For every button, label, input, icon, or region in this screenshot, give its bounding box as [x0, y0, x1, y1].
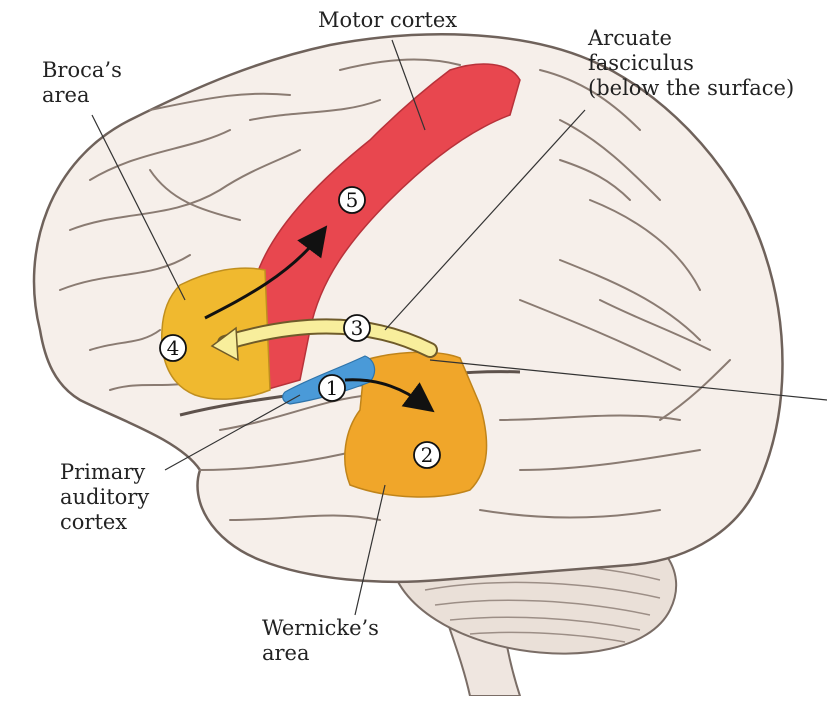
label-brocas-area: Broca’s area: [42, 58, 122, 108]
label-primary-auditory-cortex: Primary auditory cortex: [60, 460, 149, 535]
step-1-marker: 1: [319, 375, 345, 401]
step-2-marker: 2: [414, 442, 440, 468]
step-5-number: 5: [346, 188, 359, 212]
step-4-marker: 4: [160, 335, 186, 361]
label-wernickes-area: Wernicke’s area: [262, 616, 379, 666]
step-4-number: 4: [167, 336, 180, 360]
step-1-number: 1: [326, 376, 339, 400]
step-3-marker: 3: [344, 315, 370, 341]
step-2-number: 2: [421, 443, 434, 467]
label-arcuate-fasciculus: Arcuate fasciculus (below the surface): [588, 26, 794, 101]
label-motor-cortex: Motor cortex: [318, 8, 457, 33]
step-3-number: 3: [351, 316, 364, 340]
step-5-marker: 5: [339, 187, 365, 213]
